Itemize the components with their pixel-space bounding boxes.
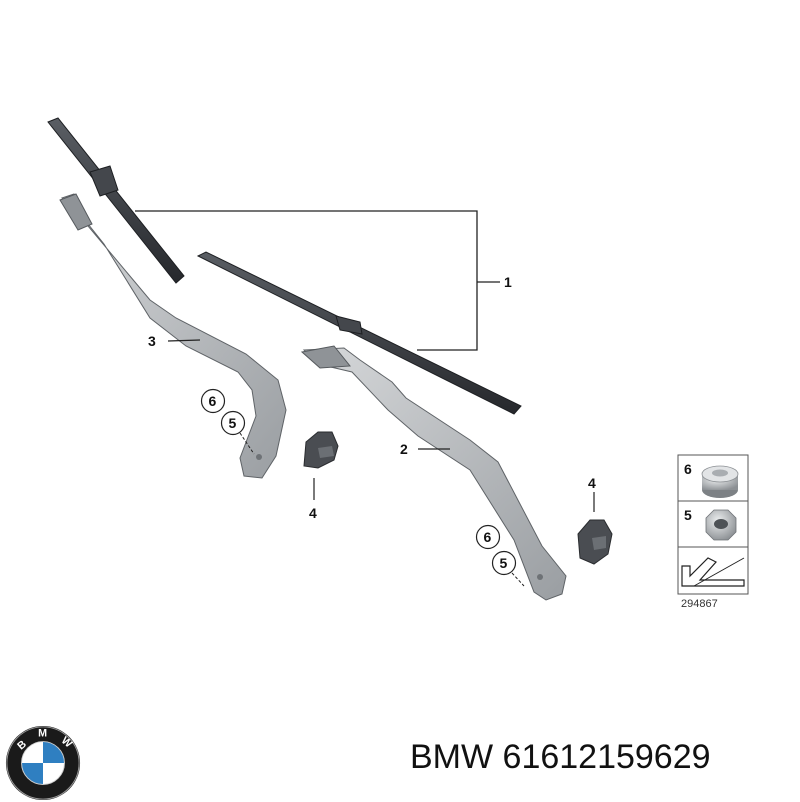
wiper-arm-left [59, 193, 287, 479]
wiper-cap-left [303, 431, 339, 469]
wiper-blade-long [196, 251, 522, 415]
callout-2: 2 [400, 441, 408, 457]
legend-hex-nut [705, 509, 737, 541]
legend-arrow-icon [681, 557, 745, 587]
callout-5-left: 5 [220, 410, 246, 436]
wiper-blade-short [47, 117, 185, 284]
callout-5-right-leader [511, 572, 525, 587]
callout-6-right: 6 [475, 524, 501, 550]
svg-text:6: 6 [484, 529, 492, 545]
legend-cap-nut [701, 465, 739, 498]
svg-text:5: 5 [500, 555, 508, 571]
svg-text:6: 6 [209, 393, 217, 409]
callout-4-right: 4 [588, 475, 596, 491]
callout-6-left: 6 [200, 388, 226, 414]
bmw-logo: B M W [5, 725, 81, 801]
callout-1-bracket [135, 210, 500, 351]
callout-5-right: 5 [491, 550, 517, 576]
callout-5-left-leader [239, 432, 255, 455]
legend-label-6: 6 [684, 461, 692, 477]
parts-legend: 6 5 [677, 454, 749, 595]
callout-3-leader [167, 339, 201, 342]
svg-text:5: 5 [229, 415, 237, 431]
wiper-cap-right [577, 519, 613, 565]
legend-label-5: 5 [684, 507, 692, 523]
callout-3: 3 [148, 333, 156, 349]
reference-number: 294867 [681, 598, 718, 610]
callout-4-left: 4 [309, 505, 317, 521]
callout-1: 1 [504, 274, 512, 290]
svg-text:M: M [38, 728, 47, 740]
wiper-arm-right [300, 345, 567, 601]
part-caption: BMW 61612159629 [410, 738, 711, 776]
